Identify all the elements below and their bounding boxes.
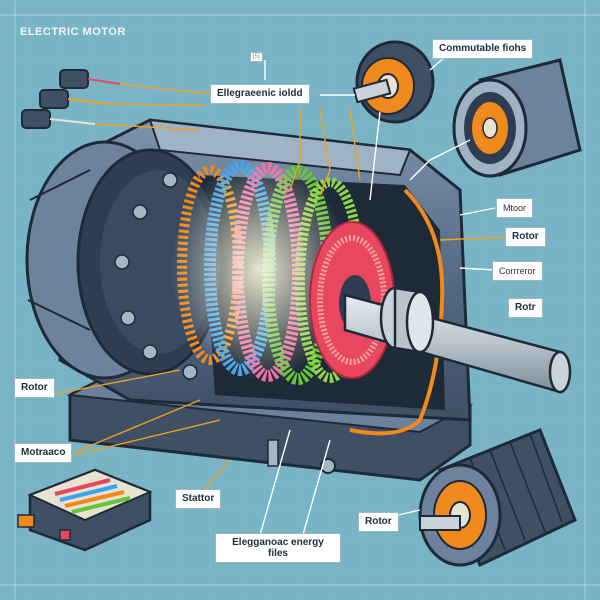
commutator-icon — [452, 58, 582, 178]
top-rotor-icon — [352, 40, 435, 124]
label-connector: Corrreror — [492, 261, 543, 281]
battery-pack-icon — [17, 468, 153, 552]
label-energy-fields: Elegganoac energy files — [215, 533, 341, 563]
label-motor: Mtoor — [496, 198, 534, 218]
label-motor-box: Motraaco — [14, 443, 73, 463]
gear-rotor-icon — [418, 428, 577, 568]
label-rotor-bottom: Rotor — [358, 512, 399, 532]
label-rotor-right: Rotor — [505, 227, 546, 247]
label-electromagnetic-field: Ellegraeenic ioldd — [210, 84, 310, 104]
label-stator: Stattor — [175, 489, 222, 509]
label-rotor-left: Rotor — [14, 378, 55, 398]
terminal-plug-icon — [21, 69, 121, 129]
label-commutable-fields: Commutable fiohs — [432, 39, 534, 59]
motor-shaft — [343, 286, 572, 394]
label-rod: Rotr — [508, 298, 543, 318]
tag-top: [5] — [250, 52, 263, 62]
stator-windings — [170, 160, 365, 385]
diagram-title: ELECTRIC MOTOR — [20, 26, 126, 38]
